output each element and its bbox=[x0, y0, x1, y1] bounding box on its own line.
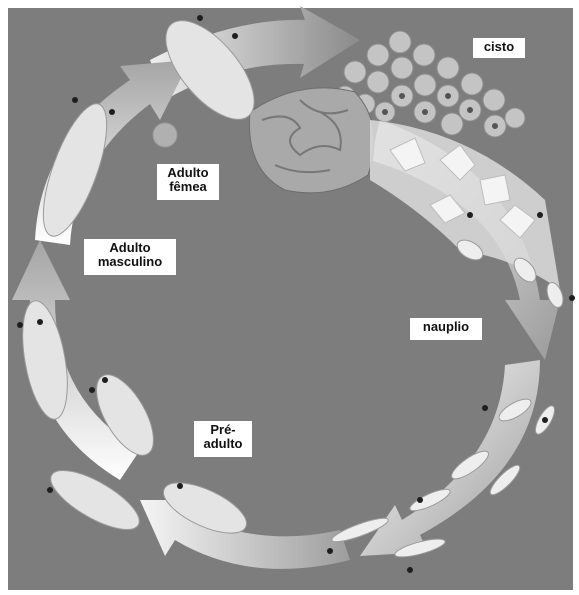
label-adulto-femea: Adulto fêmea bbox=[157, 164, 219, 200]
cyst-mass bbox=[249, 88, 374, 193]
label-cisto: cisto bbox=[473, 38, 525, 58]
label-adulto-masculino-line2: masculino bbox=[88, 255, 172, 269]
label-pre-adulto-line2: adulto bbox=[198, 437, 248, 451]
label-adulto-femea-line2: fêmea bbox=[161, 180, 215, 194]
hatching-region bbox=[370, 120, 560, 290]
label-pre-adulto-line1: Pré- bbox=[198, 423, 248, 437]
label-adulto-masculino-line1: Adulto bbox=[88, 241, 172, 255]
label-cisto-text: cisto bbox=[484, 39, 514, 54]
label-pre-adulto: Pré- adulto bbox=[194, 421, 252, 457]
label-adulto-masculino: Adulto masculino bbox=[84, 239, 176, 275]
label-nauplio-text: nauplio bbox=[423, 319, 469, 334]
label-nauplio: nauplio bbox=[410, 318, 482, 340]
label-adulto-femea-line1: Adulto bbox=[161, 166, 215, 180]
arrow-bottom-segment bbox=[140, 500, 350, 569]
arrow-bottom-right-segment bbox=[360, 360, 540, 556]
